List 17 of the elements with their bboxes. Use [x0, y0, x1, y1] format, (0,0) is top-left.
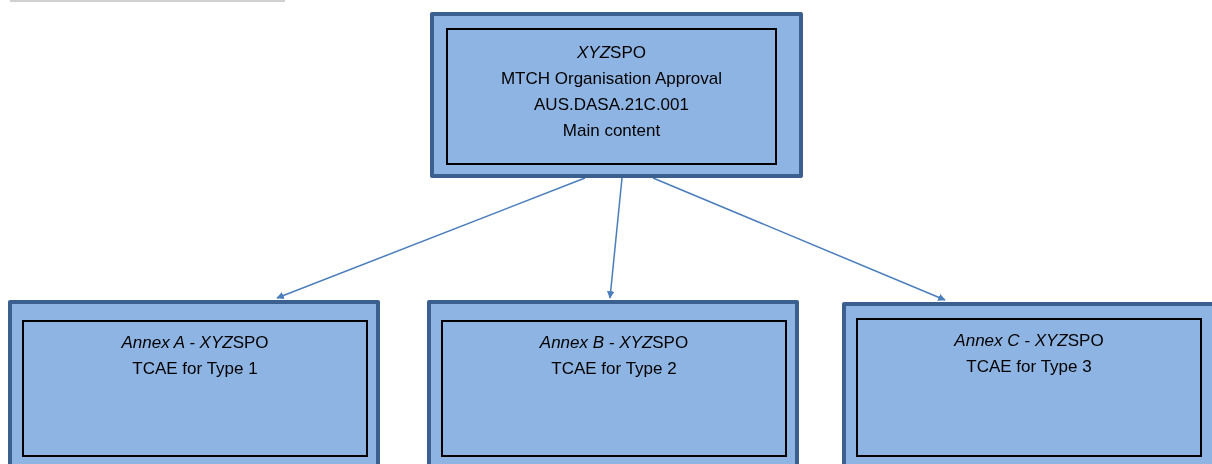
box-heading: Annex A - XYZSPO — [121, 332, 269, 354]
outer-box — [842, 302, 1212, 464]
box-text: MTCH Organisation Approval — [500, 68, 723, 90]
arrow — [606, 177, 623, 299]
box-heading: Annex C - XYZSPO — [954, 330, 1104, 352]
box-text: TCAE for Type 2 — [551, 358, 677, 380]
box-text: AUS.DASA.21C.001 — [534, 94, 689, 116]
outer-box — [427, 300, 799, 464]
box-text: TCAE for Type 1 — [132, 358, 258, 380]
arrow — [276, 177, 586, 300]
box-heading: XYZSPO — [577, 42, 646, 64]
box-text: Main content — [562, 120, 661, 142]
box-heading: Annex B - XYZSPO — [539, 332, 689, 354]
arrow — [652, 177, 946, 301]
outer-box — [430, 12, 803, 178]
outer-box — [8, 300, 380, 464]
box-text: TCAE for Type 3 — [966, 356, 1092, 378]
